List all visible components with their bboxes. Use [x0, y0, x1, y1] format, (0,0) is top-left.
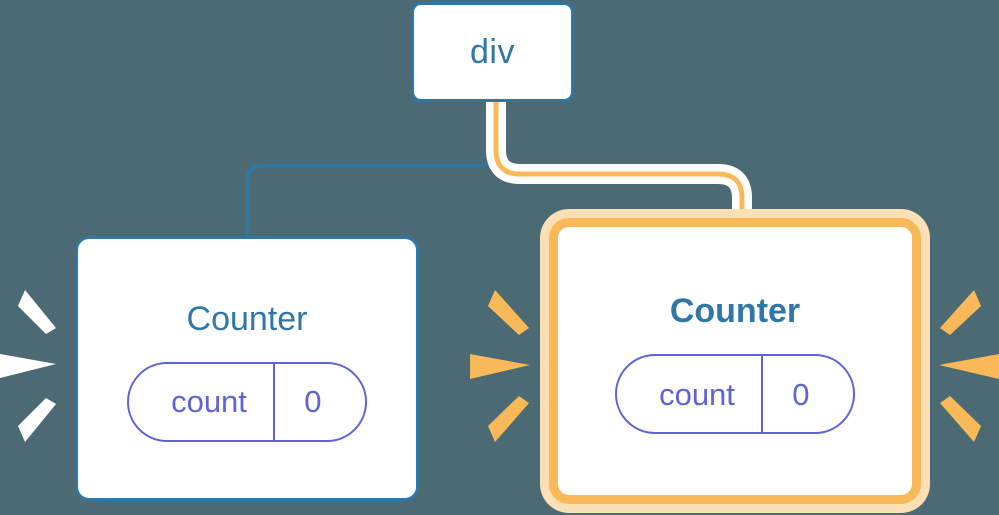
- sparkle-ray-lower: [488, 396, 529, 442]
- sparkle-ray-middle: [939, 354, 999, 379]
- state-pill-counter-left: count 0: [127, 361, 367, 442]
- sparkle-ray-upper: [18, 290, 56, 334]
- edge-div-to-counter-right: [493, 102, 745, 240]
- state-key-count: count: [659, 376, 735, 412]
- sparkle-ray-lower: [18, 398, 56, 442]
- node-counter-left[interactable]: Counter count 0: [75, 236, 419, 501]
- state-value-count: 0: [272, 363, 365, 440]
- node-counter-right[interactable]: Counter count 0: [549, 218, 921, 504]
- sparkle-ray-lower: [940, 396, 981, 442]
- sparkle-ray-upper: [488, 290, 529, 335]
- burst-counter-left-outside: [0, 280, 70, 450]
- sparkle-ray-middle: [0, 354, 56, 378]
- burst-counter-right-left: [470, 280, 540, 450]
- state-key-count: count: [171, 384, 247, 419]
- edge-div-to-counter-left: [245, 102, 494, 238]
- burst-counter-right-right: [930, 280, 999, 450]
- node-div-label: div: [470, 33, 515, 71]
- node-counter-right-label: Counter: [669, 292, 801, 330]
- node-counter-left-label: Counter: [186, 299, 308, 338]
- sparkle-ray-upper: [940, 290, 981, 335]
- state-pill-counter-right: count 0: [615, 354, 855, 434]
- state-value-count: 0: [760, 356, 853, 432]
- sparkle-ray-middle: [470, 354, 530, 379]
- node-div[interactable]: div: [411, 2, 574, 102]
